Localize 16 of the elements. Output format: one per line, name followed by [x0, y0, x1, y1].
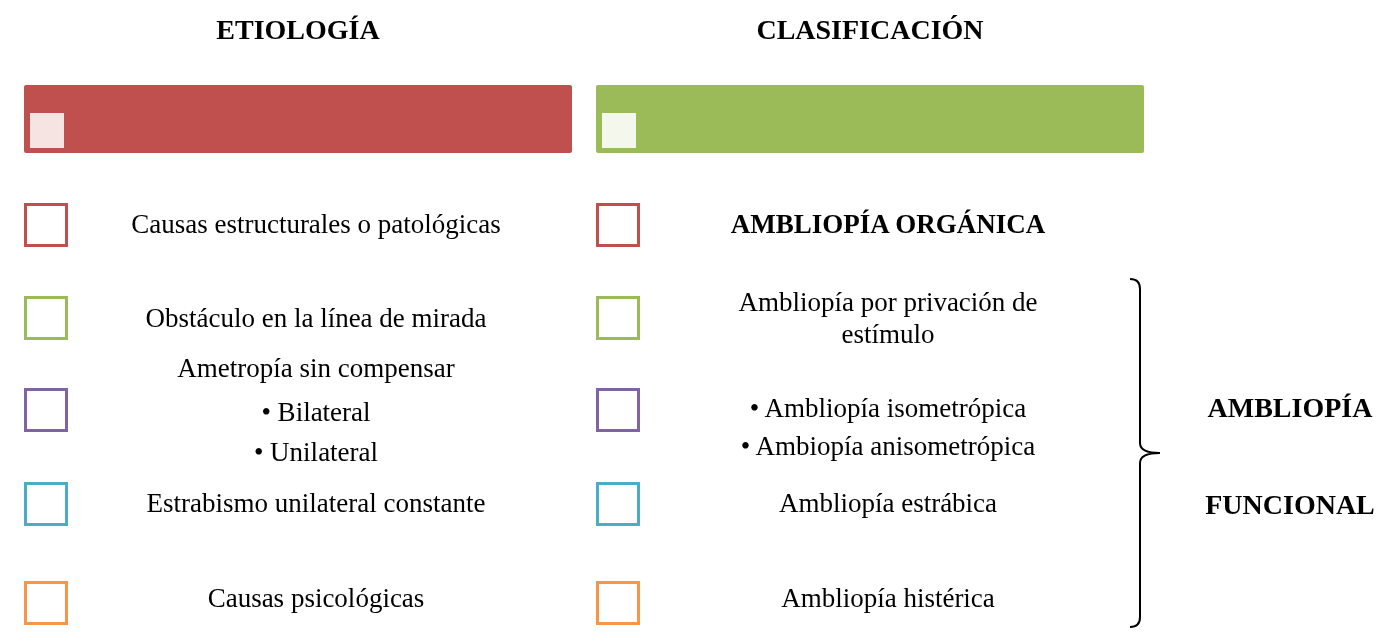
list-item-text: Causas estructurales o patológicas — [131, 208, 501, 240]
list-item-text: Obstáculo en la línea de mirada — [145, 302, 487, 334]
category-heading: AMBLIOPÍA ORGÁNICA — [730, 208, 1046, 240]
column-heading: ETIOLOGÍA — [216, 14, 380, 46]
category-heading: AMBLIOPÍA FUNCIONAL — [1204, 391, 1376, 522]
column-heading: CLASIFICACIÓN — [756, 14, 984, 46]
bullet-item: • Ambiopía anisometrópica — [740, 430, 1036, 462]
list-item-text: Ambliopía histérica — [781, 582, 995, 614]
list-item-text: Ambliopía estrábica — [778, 487, 998, 519]
bullet-item: • Bilateral — [261, 396, 371, 428]
bullet-item: • Unilateral — [253, 436, 379, 468]
list-item-text: Ametropía sin compensar — [177, 352, 455, 384]
list-item-text: Ambliopía por privación de estímulo — [737, 286, 1039, 350]
list-item-text: Causas psicológicas — [207, 582, 425, 614]
bullet-item: • Ambliopía isometrópica — [749, 392, 1027, 424]
list-item-text: Estrabismo unilateral constante — [146, 487, 486, 519]
